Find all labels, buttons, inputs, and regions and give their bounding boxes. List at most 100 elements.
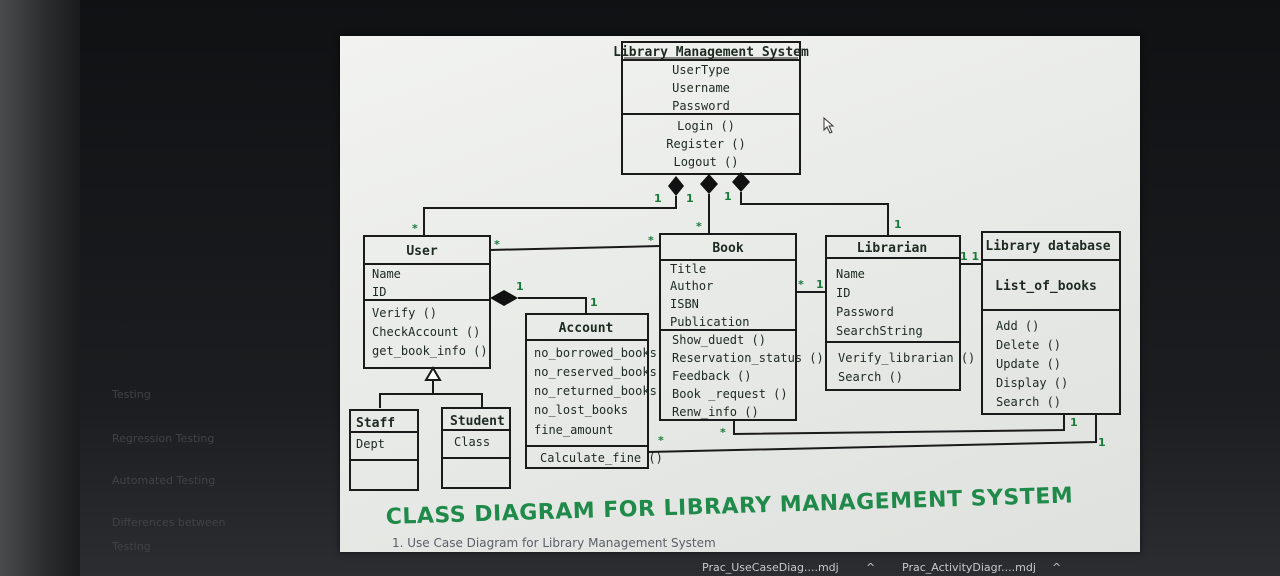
book-method: Feedback () (672, 369, 751, 383)
multiplicity-label: 1 (654, 192, 662, 205)
class-library-database: Library database List_of_books Add () De… (981, 231, 1121, 415)
multiplicity-label: 1 (724, 190, 732, 203)
account-attr: no_borrowed_books (534, 346, 657, 360)
staff-box (349, 409, 419, 491)
account-name: Account (559, 321, 614, 336)
multiplicity-label: * (696, 220, 702, 233)
multiplicity-label: * (798, 278, 804, 291)
multiplicity-label: * (494, 238, 500, 251)
chevron-up-icon[interactable]: ^ (1052, 561, 1062, 574)
lms-method: Login () (677, 119, 735, 133)
library-db-method: Display () (996, 376, 1068, 390)
user-method: get_book_info () (372, 344, 488, 358)
book-method: Book _request () (672, 387, 788, 401)
sidebar-link[interactable]: Regression Testing (112, 432, 215, 445)
lms-method: Register () (666, 137, 745, 151)
library-db-method: Add () (996, 319, 1039, 333)
library-db-method: Search () (996, 395, 1061, 409)
book-attr: Title (670, 262, 706, 276)
user-name: User (406, 244, 437, 259)
sidebar-link[interactable]: Testing (112, 388, 151, 401)
lms-attr: UserType (672, 63, 730, 77)
sidebar-link[interactable]: Automated Testing (112, 474, 216, 487)
document-list-line: 1. Use Case Diagram for Library Manageme… (392, 536, 716, 550)
multiplicity-label: * (412, 222, 418, 235)
user-attr: Name (372, 267, 401, 281)
library-db-method: Update () (996, 357, 1061, 371)
user-method: Verify () (372, 306, 437, 320)
student-name: Student (450, 414, 505, 429)
composition-diamond (732, 172, 750, 192)
student-box (441, 407, 511, 489)
sidebar-link[interactable]: Differences between (112, 516, 226, 529)
book-method: Show_duedt () (672, 333, 766, 347)
association-user-account (518, 297, 587, 314)
class-librarian: Librarian Name ID Password SearchString … (825, 235, 975, 391)
multiplicity-label: * (720, 426, 726, 439)
class-staff: Staff Dept (349, 409, 419, 491)
librarian-attr: Password (836, 305, 894, 319)
class-account: Account no_borrowed_books no_reserved_bo… (525, 313, 663, 469)
lms-name: Library Management System (613, 45, 809, 60)
account-method: Calculate_fine () (540, 451, 663, 465)
user-attr: ID (372, 285, 386, 299)
book-method: Reservation_status () (672, 351, 824, 365)
generalization-arrow (424, 366, 442, 381)
librarian-name: Librarian (857, 241, 927, 256)
lms-box (621, 41, 801, 175)
account-attr: no_reserved_books (534, 365, 657, 379)
generalization-edge (379, 380, 483, 408)
class-user: User Name ID Verify () CheckAccount () g… (363, 235, 491, 369)
account-box (525, 313, 649, 469)
association-lms-librarian (740, 192, 889, 236)
librarian-method: Verify_librarian () (838, 351, 975, 365)
account-attr: fine_amount (534, 423, 613, 437)
sidebar-link[interactable]: Testing (112, 540, 151, 553)
account-attr: no_lost_books (534, 403, 628, 417)
library-db-box (981, 231, 1121, 415)
multiplicity-label: 1 (1070, 416, 1078, 429)
multiplicity-label: 1 (894, 218, 902, 231)
book-attr: Author (670, 279, 713, 293)
association-lms-user (423, 196, 677, 236)
multiplicity-label: 1 1 (960, 250, 979, 263)
book-attr: Publication (670, 315, 749, 329)
chevron-up-icon[interactable]: ^ (866, 561, 876, 574)
library-db-name: Library database (985, 239, 1110, 254)
book-box (659, 233, 797, 421)
user-box (363, 235, 491, 369)
account-attr: no_returned_books (534, 384, 657, 398)
diagram-caption: CLASS DIAGRAM FOR LIBRARY MANAGEMENT SYS… (385, 483, 1073, 530)
multiplicity-label: 1 (686, 192, 694, 205)
taskbar-file[interactable]: Prac_UseCaseDiag....mdj (702, 561, 839, 574)
student-attr: Class (454, 435, 490, 449)
cursor-icon (823, 116, 835, 134)
class-diagram: Library Management System UserType Usern… (349, 41, 1121, 530)
association-user-book (489, 245, 661, 251)
book-method: Renw_info () (672, 405, 759, 419)
class-student: Student Class (441, 407, 511, 489)
multiplicity-label: 1 (1098, 436, 1106, 449)
library-db-attr: List_of_books (995, 279, 1097, 294)
multiplicity-label: 1 (590, 296, 598, 309)
book-attr: ISBN (670, 297, 699, 311)
class-book: Book Title Author ISBN Publication Show_… (659, 233, 824, 421)
class-lms: Library Management System UserType Usern… (613, 41, 809, 175)
association-account-db (647, 414, 1097, 453)
staff-name: Staff (356, 416, 395, 431)
composition-diamond (700, 174, 718, 194)
lms-method: Logout () (673, 155, 738, 169)
composition-diamond (668, 176, 684, 196)
multiplicity-label: 1 (516, 280, 524, 293)
library-db-method: Delete () (996, 338, 1061, 352)
association-book-db (733, 414, 1065, 436)
multiplicity-label: 1 (816, 278, 824, 291)
multiplicity-label: * (648, 234, 654, 247)
librarian-method: Search () (838, 370, 903, 384)
class-diagram-image: Library Management System UserType Usern… (340, 36, 1140, 552)
librarian-attr: Name (836, 267, 865, 281)
taskbar-file[interactable]: Prac_ActivityDiagr....mdj (902, 561, 1036, 574)
librarian-attr: SearchString (836, 324, 923, 338)
user-method: CheckAccount () (372, 325, 480, 339)
lms-attr: Username (672, 81, 730, 95)
